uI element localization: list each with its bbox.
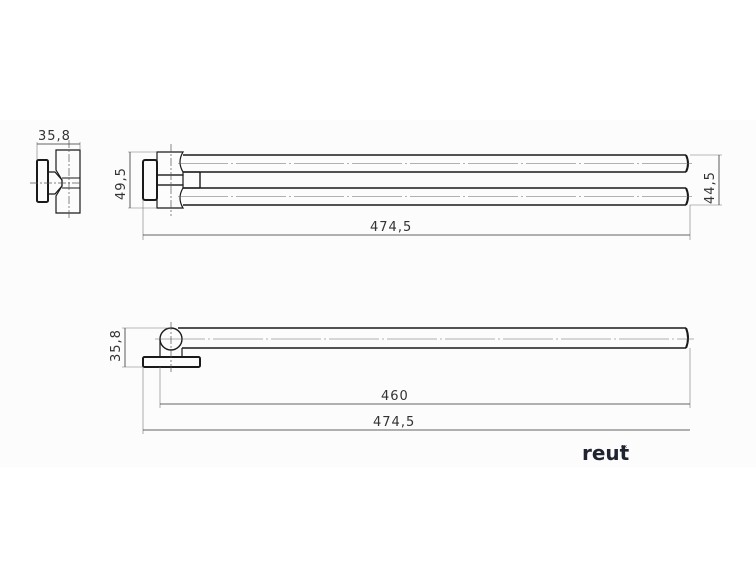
- brand-logo-superscript: ex: [621, 444, 627, 450]
- drawing-panel: [0, 120, 756, 467]
- front-view: [122, 322, 694, 434]
- top-overall-length-dim: 474,5: [370, 220, 412, 235]
- rod-length-dim: 460: [381, 389, 409, 404]
- top-height-dim: 49,5: [114, 167, 129, 200]
- brand-logo: reut: [582, 441, 630, 465]
- rod-spacing-dim: 44,5: [703, 171, 718, 204]
- side-width-dim: 35,8: [38, 129, 71, 144]
- front-overall-length-dim: 474,5: [373, 415, 415, 430]
- side-view: [30, 140, 82, 220]
- front-height-dim: 35,8: [109, 329, 124, 362]
- top-view: [128, 144, 722, 240]
